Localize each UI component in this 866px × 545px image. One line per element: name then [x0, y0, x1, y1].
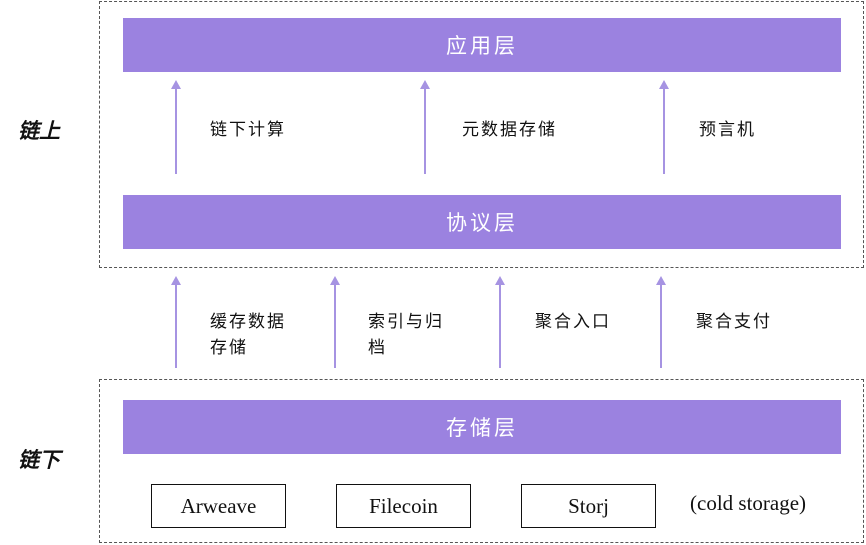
label-metadata-storage: 元数据存储 [462, 120, 557, 140]
arweave-box: Arweave [151, 484, 286, 528]
label-oracle: 预言机 [699, 120, 756, 140]
on-chain-label: 链上 [18, 118, 60, 143]
label-cache-storage-line-1: 缓存数据 [210, 312, 286, 332]
off-chain-label: 链下 [18, 447, 60, 472]
label-offchain-compute: 链下计算 [210, 120, 286, 140]
arrow-cache-storage [171, 276, 181, 368]
on-chain-region [99, 1, 864, 268]
arrow-aggregate-payment [656, 276, 666, 368]
label-index-archive-line-2: 档 [368, 338, 387, 358]
filecoin-box: Filecoin [336, 484, 471, 528]
label-cache-storage: 缓存数据 存储 [210, 309, 286, 361]
label-index-archive-line-1: 索引与归 [368, 312, 444, 332]
label-cache-storage-line-2: 存储 [210, 338, 248, 358]
application-layer: 应用层 [123, 18, 841, 72]
storage-layer: 存储层 [123, 400, 841, 454]
off-chain-region [99, 379, 864, 543]
label-aggregate-entry: 聚合入口 [535, 312, 611, 332]
protocol-layer: 协议层 [123, 195, 841, 249]
storj-box: Storj [521, 484, 656, 528]
arrow-aggregate-entry [495, 276, 505, 368]
label-index-archive: 索引与归 档 [368, 309, 444, 361]
cold-storage-note: (cold storage) [690, 491, 807, 515]
arrow-metadata-storage [420, 80, 430, 174]
arrow-oracle [659, 80, 669, 174]
arrow-index-archive [330, 276, 340, 368]
label-aggregate-payment: 聚合支付 [696, 312, 772, 332]
arrow-offchain-compute [171, 80, 181, 174]
